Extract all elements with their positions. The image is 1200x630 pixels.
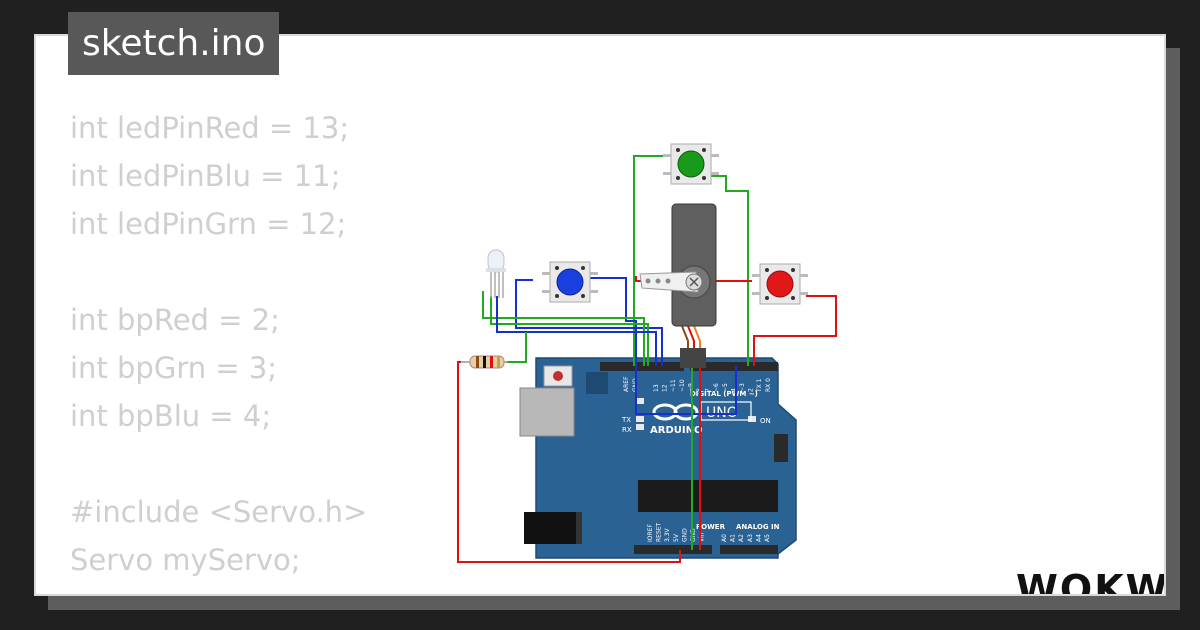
arduino-brand: ARDUINO — [650, 425, 702, 436]
code-line — [70, 440, 367, 488]
on-label: ON — [760, 417, 771, 425]
arduino-infinity-logo — [652, 403, 699, 421]
project-card[interactable]: int ledPinRed = 13; int ledPinBlu = 11; in… — [34, 34, 1166, 596]
rx-label: RX — [622, 426, 632, 434]
digital-label: DIGITAL (PWM ~) — [690, 390, 758, 398]
pin-label: ~3 — [739, 383, 746, 392]
pin-label: ~10 — [679, 379, 686, 392]
digital-header-low — [690, 362, 778, 371]
pushbutton-red — [752, 263, 808, 305]
wires — [457, 155, 837, 563]
code-line: int bpRed = 2; — [70, 303, 280, 337]
pin-label: GND — [690, 528, 697, 542]
pin-label: AREF — [623, 376, 630, 392]
code-line — [70, 248, 367, 296]
microcontroller-chip — [638, 480, 778, 512]
pin-label: ~9 — [687, 383, 694, 392]
pin-label: RESET — [656, 522, 663, 542]
code-line: int ledPinBlu = 11; — [70, 159, 341, 193]
pin-label: RX 0 — [765, 378, 772, 392]
pin-label: TX 1 — [756, 378, 763, 393]
wokwi-logo[interactable]: WOKWI — [1014, 564, 1166, 596]
power-label: POWER — [696, 523, 726, 531]
resistor — [461, 355, 508, 369]
code-line: int bpBlu = 4; — [70, 399, 272, 433]
servo-motor — [639, 203, 717, 368]
code-line: int bpGrn = 3; — [70, 351, 278, 385]
code-line: #include <Servo.h> — [70, 495, 368, 529]
pin-label: ~5 — [722, 383, 729, 392]
pin-label: 3.3V — [664, 527, 671, 542]
svg-text:WOKWI: WOKWI — [1016, 567, 1166, 596]
pin-label: 5V — [673, 533, 680, 542]
pin-label: 2 — [748, 388, 755, 392]
usb-port — [519, 387, 575, 437]
tx-label: TX — [621, 416, 631, 424]
pin-label: A5 — [764, 534, 771, 542]
code-line: int bp_pos = 1; — [70, 584, 367, 594]
pin-label: IOREF — [647, 524, 654, 542]
pin-label: 13 — [653, 384, 660, 392]
pin-label: A4 — [755, 534, 762, 542]
power-jack — [524, 512, 576, 544]
pin-label: A1 — [730, 534, 737, 542]
pushbutton-blue — [542, 261, 598, 303]
code-line: int ledPinGrn = 12; — [70, 207, 347, 241]
pin-label: ~11 — [670, 379, 677, 392]
pin-label: Vin — [699, 532, 706, 542]
code-preview: int ledPinRed = 13; int ledPinBlu = 11; in… — [70, 104, 368, 594]
analog-header — [720, 545, 778, 554]
code-line: Servo myServo; — [70, 543, 301, 577]
pin-label: 4 — [730, 388, 737, 392]
pin-label: 12 — [662, 384, 669, 392]
pin-label: A3 — [747, 534, 754, 542]
pin-label: ~6 — [713, 383, 720, 392]
pin-label: GND — [681, 528, 688, 542]
pushbutton-green — [663, 143, 719, 185]
code-line: int ledPinRed = 13; — [70, 111, 350, 145]
file-tab[interactable]: sketch.ino — [68, 12, 280, 75]
rgb-led — [486, 249, 506, 298]
pin-label: A2 — [738, 534, 745, 542]
digital-header-high — [600, 362, 684, 371]
pin-label: 7 — [705, 388, 712, 392]
analog-label: ANALOG IN — [736, 523, 780, 531]
circuit-diagram: DIGITAL (PWM ~) TX RX ON ARDUINO UNO POW… — [457, 143, 837, 563]
arduino-uno-board: DIGITAL (PWM ~) TX RX ON ARDUINO UNO POW… — [519, 357, 797, 559]
power-header — [634, 545, 712, 554]
pin-label: A0 — [721, 534, 728, 542]
